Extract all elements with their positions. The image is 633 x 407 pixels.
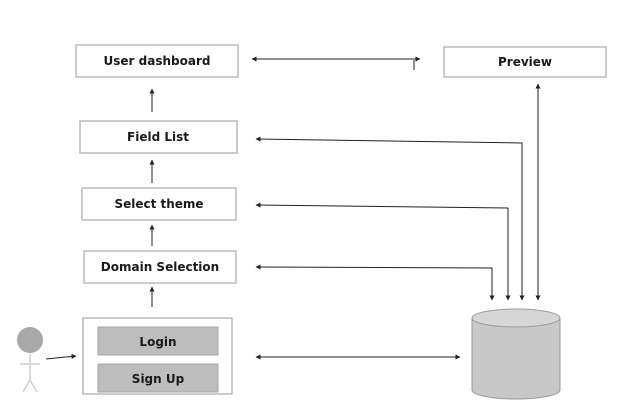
domain-selection-label: Domain Selection	[101, 260, 219, 274]
arrow-fieldlist-database	[255, 136, 525, 301]
signup-button[interactable]: Sign Up	[97, 363, 219, 393]
login-label: Login	[139, 335, 176, 349]
domain-selection-node[interactable]: Domain Selection	[83, 250, 237, 284]
signup-label: Sign Up	[132, 372, 185, 386]
login-button[interactable]: Login	[97, 326, 219, 356]
user-dashboard-node[interactable]: User dashboard	[75, 44, 239, 78]
field-list-node[interactable]: Field List	[79, 120, 238, 154]
select-theme-label: Select theme	[114, 197, 203, 211]
arrow-domain-database	[255, 264, 495, 301]
preview-label: Preview	[498, 55, 552, 69]
database-icon	[471, 308, 561, 400]
preview-node[interactable]: Preview	[443, 46, 607, 78]
user-dashboard-label: User dashboard	[104, 54, 211, 68]
actor-to-auth-arrow	[45, 353, 77, 360]
user-actor-icon	[17, 327, 43, 393]
arrow-theme-database	[255, 202, 511, 301]
field-list-label: Field List	[127, 130, 189, 144]
select-theme-node[interactable]: Select theme	[81, 187, 237, 221]
